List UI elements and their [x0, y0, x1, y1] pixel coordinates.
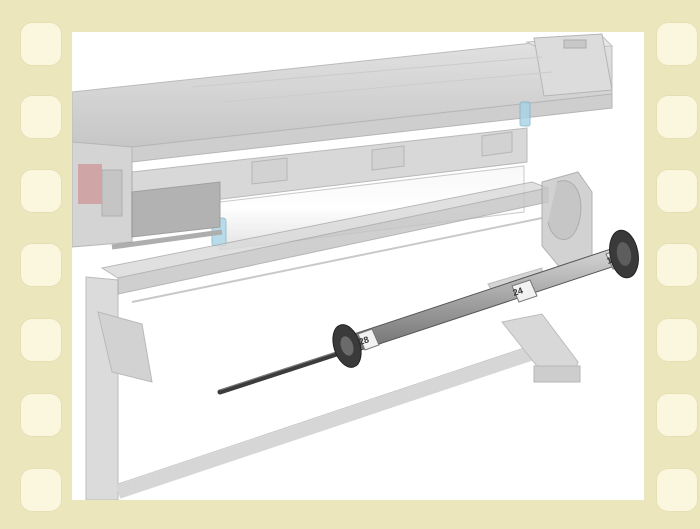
spindle: 28 24 12 [217, 229, 639, 395]
film-perforation [20, 468, 62, 512]
film-perforation [20, 22, 62, 66]
printer-body [72, 33, 614, 248]
printer-stand [85, 267, 581, 500]
spindle-bracket [541, 171, 593, 271]
printer-illustration: 28 24 12 [72, 32, 644, 500]
film-perforation [20, 95, 62, 139]
film-perforation [656, 468, 698, 512]
film-perforation [20, 243, 62, 287]
film-perforation [656, 169, 698, 213]
film-perforation [656, 393, 698, 437]
film-perforation [656, 95, 698, 139]
film-perforation [20, 393, 62, 437]
film-perforation [656, 243, 698, 287]
spindle-marking: 28 [358, 334, 371, 347]
film-perforation [656, 22, 698, 66]
film-perforation [656, 318, 698, 362]
spindle-marking: 24 [512, 285, 525, 298]
film-perforation [20, 169, 62, 213]
film-perforation [20, 318, 62, 362]
